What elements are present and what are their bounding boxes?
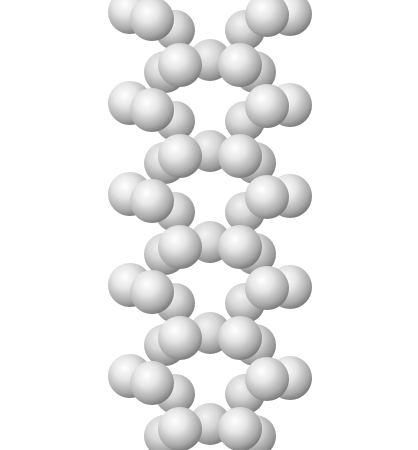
atoms-group bbox=[108, 0, 312, 450]
atom-sphere bbox=[130, 179, 174, 223]
atom-sphere bbox=[245, 0, 289, 37]
atom-sphere bbox=[158, 134, 202, 178]
atom-sphere bbox=[218, 134, 262, 178]
atom-sphere bbox=[245, 175, 289, 219]
atom-sphere bbox=[158, 225, 202, 269]
atom-sphere bbox=[245, 266, 289, 310]
atom-sphere bbox=[218, 316, 262, 360]
atom-sphere bbox=[158, 43, 202, 87]
atom-sphere bbox=[218, 43, 262, 87]
atom-sphere bbox=[245, 357, 289, 401]
atom-sphere bbox=[158, 316, 202, 360]
atom-sphere bbox=[130, 361, 174, 405]
atom-sphere bbox=[218, 225, 262, 269]
atom-sphere bbox=[130, 270, 174, 314]
atom-sphere bbox=[218, 407, 262, 450]
atom-sphere bbox=[158, 407, 202, 450]
atom-sphere bbox=[245, 84, 289, 128]
atom-sphere bbox=[130, 0, 174, 41]
atom-sphere bbox=[130, 88, 174, 132]
